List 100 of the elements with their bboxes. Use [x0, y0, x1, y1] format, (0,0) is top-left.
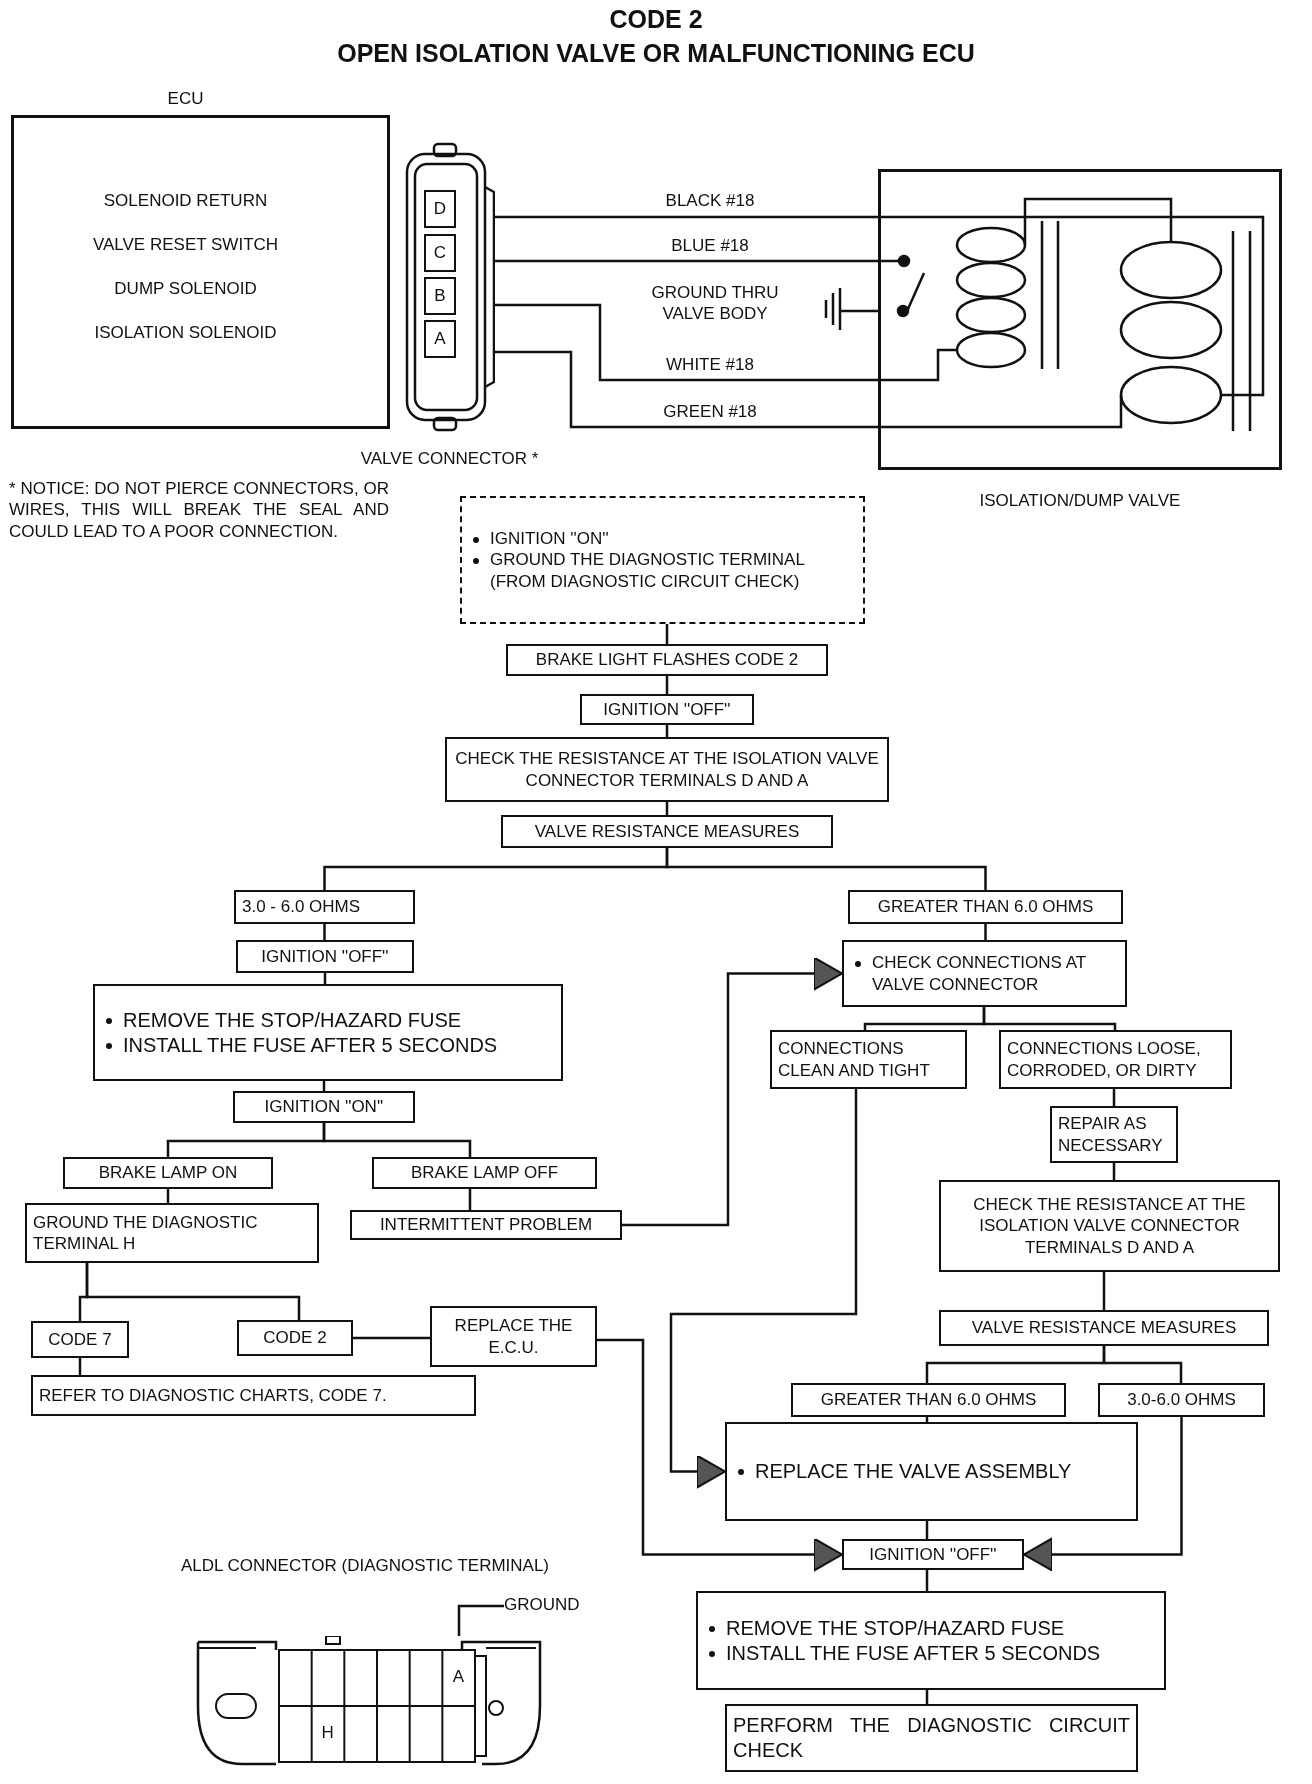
- connector-line: [1102, 1272, 1106, 1310]
- callout-label: GROUND: [504, 1594, 594, 1618]
- step-text: IGNITION ''OFF'': [868, 1543, 998, 1566]
- process-box: [725, 1422, 1138, 1521]
- step-text: 3.0-6.0 OHMS: [1126, 1389, 1237, 1411]
- connector-line: [665, 848, 987, 890]
- process-box: [445, 737, 889, 802]
- arrow: [669, 1089, 858, 1489]
- process-box: [696, 1591, 1166, 1690]
- pin-function-text: DUMP SOLENOID: [113, 278, 258, 300]
- leader-line: [457, 1604, 504, 1636]
- step-text: REPAIR AS NECESSARY: [1058, 1113, 1164, 1156]
- process-box: [842, 1539, 1024, 1570]
- component-heading: ECU: [166, 88, 205, 110]
- subtitle: OPEN ISOLATION VALVE OR MALFUNCTIONING ECU: [336, 38, 976, 69]
- wire: [495, 350, 878, 429]
- wire: [495, 215, 878, 219]
- arrow: [597, 1338, 843, 1572]
- step-text: VALVE RESISTANCE MEASURES: [533, 820, 801, 843]
- connector-line: [322, 1123, 472, 1157]
- process-box: [430, 1306, 597, 1367]
- label-text: GROUND THRU VALVE BODY: [650, 282, 780, 325]
- process-box: [31, 1375, 476, 1416]
- pin-label: D: [424, 190, 456, 228]
- arrow: [622, 956, 843, 1227]
- process-box: [725, 1704, 1138, 1772]
- process-box: [939, 1180, 1280, 1272]
- step-text: 3.0 - 6.0 OHMS: [242, 896, 362, 918]
- step-text: CODE 2: [262, 1327, 328, 1349]
- process-box: [1050, 1106, 1178, 1163]
- step-text: BRAKE LIGHT FLASHES CODE 2: [534, 649, 800, 671]
- step-text: IGNITION ''OFF'': [260, 945, 390, 968]
- wire: [495, 303, 878, 382]
- step-text: PERFORM THE DIAGNOSTIC CIRCUIT CHECK: [733, 1713, 1130, 1763]
- step-text: GROUND THE DIAGNOSTIC TERMINAL H: [33, 1211, 259, 1255]
- process-box: [791, 1383, 1066, 1417]
- process-box: [939, 1310, 1269, 1346]
- connector-line: [982, 1007, 1117, 1030]
- step-text: IGNITION ''OFF'': [602, 698, 732, 721]
- process-box: [501, 815, 833, 848]
- step-text: GREATER THAN 6.0 OHMS: [819, 1389, 1038, 1411]
- connector-line: [665, 624, 669, 644]
- step-text: CONNECTIONS LOOSE, CORRODED, OR DIRTY: [1007, 1038, 1202, 1081]
- step-text: IGNITION ''ON'': [263, 1096, 385, 1118]
- step-text: VALVE RESISTANCE MEASURES: [970, 1317, 1238, 1339]
- connector-line: [925, 1570, 929, 1591]
- step-text: BRAKE LAMP OFF: [409, 1162, 560, 1184]
- process-box: [1098, 1383, 1265, 1417]
- step-text: IGNITION ''ON'': [468, 528, 857, 550]
- notice-text: * NOTICE: DO NOT PIERCE CONNECTORS, OR WIRES, THIS WILL BREAK THE SEAL AND COULD LEAD TO A POOR CONNECTION.: [9, 478, 389, 542]
- pin-label: A: [424, 320, 456, 358]
- pin-label: C: [424, 234, 456, 272]
- step-text: REMOVE THE STOP/HAZARD FUSE: [101, 1007, 555, 1033]
- step-text: REPLACE THE E.C.U.: [453, 1315, 574, 1358]
- connector-line: [468, 1189, 472, 1210]
- process-box: [848, 890, 1123, 924]
- step-text: CONNECTIONS CLEAN AND TIGHT: [778, 1038, 931, 1081]
- process-box: [372, 1157, 597, 1189]
- step-text: CHECK THE RESISTANCE AT THE ISOLATION VALVE CONNECTOR TERMINALS D AND A: [454, 748, 880, 791]
- pin-label: A: [451, 1666, 465, 1688]
- connector-line: [323, 924, 326, 940]
- process-box: [25, 1203, 319, 1263]
- step-text: CODE 7: [47, 1328, 113, 1351]
- component-heading: ISOLATION/DUMP VALVE: [978, 489, 1182, 511]
- step-text: CHECK THE RESISTANCE AT THE ISOLATION VALVE CONNECTOR TERMINALS D AND A: [972, 1194, 1247, 1258]
- pin-label: H: [320, 1722, 335, 1744]
- step-text: INTERMITTENT PROBLEM: [378, 1214, 594, 1236]
- process-box: [842, 940, 1127, 1007]
- connector-line: [353, 1336, 430, 1340]
- step-text: REPLACE THE VALVE ASSEMBLY: [733, 1459, 1130, 1484]
- pin-function-text: SOLENOID RETURN: [102, 190, 269, 212]
- connector-line: [984, 924, 987, 940]
- step-text: GROUND THE DIAGNOSTIC TERMINAL (FROM DIAGNOSTIC CIRCUIT CHECK): [468, 549, 857, 592]
- pin-label: B: [424, 277, 456, 315]
- process-box: [770, 1030, 967, 1089]
- process-box: [350, 1210, 622, 1240]
- step-text: BRAKE LAMP ON: [97, 1162, 239, 1184]
- process-box: [233, 1091, 415, 1123]
- connector-line: [1102, 1346, 1183, 1383]
- process-box: [999, 1030, 1232, 1089]
- process-box: [237, 1320, 353, 1356]
- pin-function-text: ISOLATION SOLENOID: [93, 322, 278, 344]
- pin-function-text: VALVE RESET SWITCH: [91, 234, 280, 256]
- process-box: [31, 1321, 129, 1358]
- process-box: [236, 940, 414, 973]
- step-text: REMOVE THE STOP/HAZARD FUSE: [704, 1615, 1158, 1641]
- instruction-box: [460, 496, 865, 624]
- label-text: ALDL CONNECTOR (DIAGNOSTIC TERMINAL): [179, 1555, 551, 1577]
- step-text: REFER TO DIAGNOSTIC CHARTS, CODE 7.: [39, 1384, 388, 1407]
- caption-text: VALVE CONNECTOR *: [359, 448, 540, 470]
- step-text: INSTALL THE FUSE AFTER 5 SECONDS: [704, 1640, 1158, 1666]
- step-text: CHECK CONNECTIONS AT VALVE CONNECTOR: [850, 952, 1119, 995]
- process-box: [234, 890, 415, 924]
- process-box: [506, 644, 828, 676]
- step-text: GREATER THAN 6.0 OHMS: [876, 896, 1095, 918]
- process-box: [93, 984, 563, 1081]
- title: CODE 2: [608, 4, 704, 35]
- connector-line: [85, 1263, 301, 1320]
- arrow: [1023, 1417, 1183, 1572]
- wire: [495, 259, 878, 263]
